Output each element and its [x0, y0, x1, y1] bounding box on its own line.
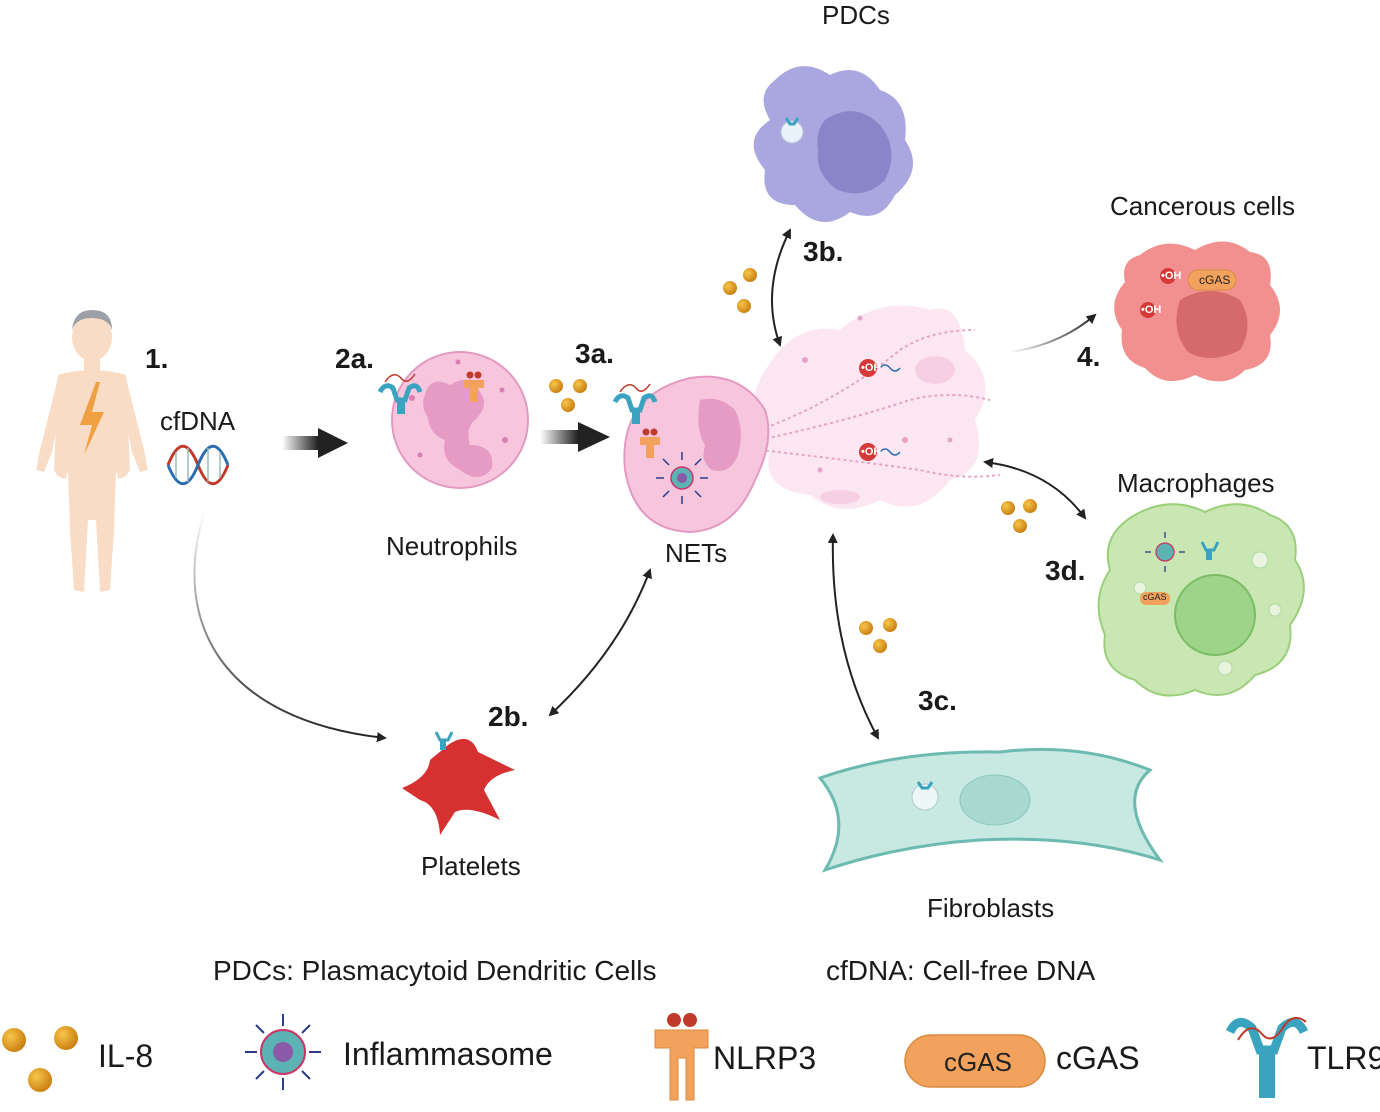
nlrp3-icon-nets — [640, 428, 660, 458]
pdcs-label: PDCs — [822, 0, 890, 30]
oh-label-cancer-2: •OH — [1141, 304, 1162, 316]
oh-label-net-2: •OH — [861, 446, 882, 458]
neutrophil-cell — [391, 351, 529, 489]
nlrp3-icon — [464, 371, 484, 402]
step-4: 4. — [1077, 341, 1101, 372]
arrow-nets-platelets — [548, 568, 652, 717]
legend-cgas-icon — [904, 1034, 1046, 1088]
nets-cell — [623, 375, 770, 534]
cgas-label-macrophage: cGAS — [1143, 592, 1167, 602]
il8-cluster-3 — [1001, 499, 1037, 533]
fibroblast-cell — [817, 747, 1164, 873]
tlr9-icon — [377, 373, 423, 414]
legend-tlr9-label: TLR9 — [1307, 1040, 1380, 1076]
arrow-nets-cancer — [1009, 313, 1097, 353]
cancerous-cells-label: Cancerous cells — [1110, 191, 1295, 221]
platelet-cell — [402, 731, 515, 835]
step-3b: 3b. — [803, 236, 844, 267]
tlr9-icon-nets — [612, 383, 658, 424]
platelets-label: Platelets — [421, 851, 521, 881]
dna-helix-icon — [166, 444, 230, 486]
legend-nlrp3-label: NLRP3 — [713, 1040, 817, 1076]
net-cloud — [752, 305, 1001, 509]
human-figure — [36, 310, 148, 592]
oh-label-cancer-1: •OH — [1161, 270, 1182, 282]
legend-nlrp3-icon — [654, 1013, 709, 1101]
fibroblasts-label: Fibroblasts — [927, 893, 1055, 923]
cgas-label-cancer: cGAS — [1199, 273, 1231, 287]
cfdna-label: cfDNA — [160, 406, 236, 436]
pdcs-definition: PDCs: Plasmacytoid Dendritic Cells — [213, 955, 657, 986]
arrow-neutrophils-to-nets — [540, 422, 610, 452]
il8-cluster-2 — [723, 268, 757, 313]
legend-cgas-label: cGAS — [1056, 1040, 1140, 1076]
cfdna-definition: cfDNA: Cell-free DNA — [826, 955, 1096, 986]
oh-label-net-1: •OH — [861, 362, 882, 374]
pdc-cell — [753, 66, 913, 222]
legend-cgas-box-label: cGAS — [944, 1047, 1012, 1077]
step-1: 1. — [145, 343, 169, 374]
lightning-icon — [80, 382, 104, 455]
arrow-nets-fibroblasts — [827, 533, 879, 740]
arrow-cfdna-to-platelets — [193, 509, 387, 743]
legend-il8-icon — [2, 1026, 78, 1092]
legend-inflammasome-icon — [245, 1014, 321, 1090]
oh-badge-net-2 — [859, 443, 901, 461]
step-3d: 3d. — [1045, 555, 1086, 586]
arrow-nets-pdcs — [771, 228, 791, 347]
il8-cluster-4 — [859, 618, 897, 653]
legend-inflammasome-label: Inflammasome — [343, 1036, 553, 1072]
nets-label: NETs — [665, 538, 728, 568]
arrow-nets-macrophages — [983, 458, 1087, 520]
macrophage-cell — [1097, 503, 1305, 697]
macrophages-label: Macrophages — [1117, 468, 1275, 498]
cancer-cell — [1114, 241, 1280, 382]
neutrophils-label: Neutrophils — [386, 531, 518, 561]
il8-cluster-1 — [549, 379, 587, 412]
inflammasome-icon-nets — [656, 452, 708, 504]
step-2a: 2a. — [335, 343, 374, 374]
oh-badge-net-1 — [859, 359, 901, 377]
step-3c: 3c. — [918, 685, 957, 716]
legend-il8-label: IL-8 — [98, 1038, 154, 1074]
legend-tlr9-icon — [1225, 1016, 1309, 1098]
arrow-cfdna-to-neutrophils — [282, 428, 348, 458]
step-3a: 3a. — [575, 338, 614, 369]
step-2b: 2b. — [488, 701, 529, 732]
